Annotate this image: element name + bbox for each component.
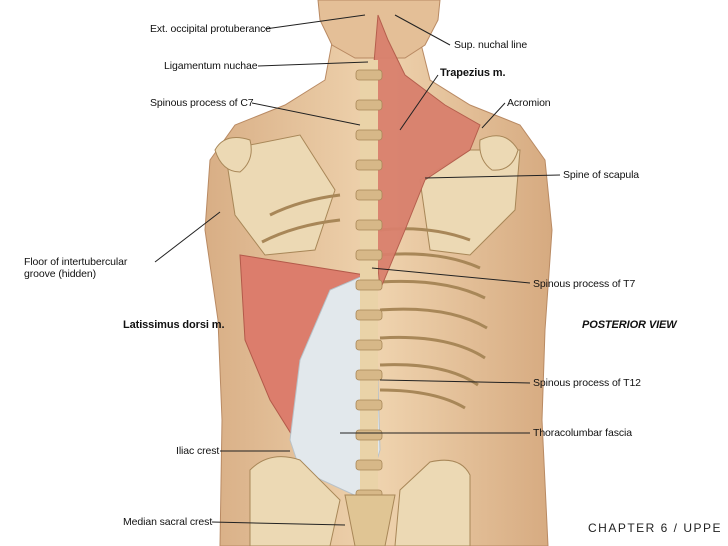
label-sup-nuchal-line: Sup. nuchal line [454, 39, 528, 51]
label-acromion: Acromion [507, 97, 551, 109]
label-spinous-process-t7: Spinous process of T7 [533, 278, 636, 290]
right-humerus-head [479, 135, 519, 171]
leader-lines [154, 14, 561, 526]
label-latissimus-dorsi: Latissimus dorsi m. [123, 319, 225, 331]
label-thoracolumbar-fascia: Thoracolumbar fascia [533, 427, 632, 439]
left-humerus-head [214, 137, 252, 173]
footer-chapter: CHAPTER 6 / UPPE [588, 521, 723, 535]
label-iliac-crest: Iliac crest [176, 445, 220, 457]
label-floor-intertubercular-line2: groove (hidden) [24, 268, 97, 280]
label-ext-occipital-protuberance: Ext. occipital protuberance [150, 23, 272, 35]
label-trapezius: Trapezius m. [440, 67, 506, 79]
label-posterior-view: POSTERIOR VIEW [582, 319, 677, 331]
label-spinous-process-t12: Spinous process of T12 [533, 377, 641, 389]
left-ribs [261, 193, 341, 244]
label-spinous-process-c7: Spinous process of C7 [150, 97, 254, 109]
right-iliac-bone [394, 459, 471, 546]
label-floor-intertubercular-line1: Floor of intertubercular [24, 256, 128, 268]
label-spine-of-scapula: Spine of scapula [563, 169, 640, 181]
label-ligamentum-nuchae: Ligamentum nuchae [164, 60, 258, 72]
label-median-sacral-crest: Median sacral crest [123, 516, 213, 528]
sacrum [344, 494, 396, 546]
